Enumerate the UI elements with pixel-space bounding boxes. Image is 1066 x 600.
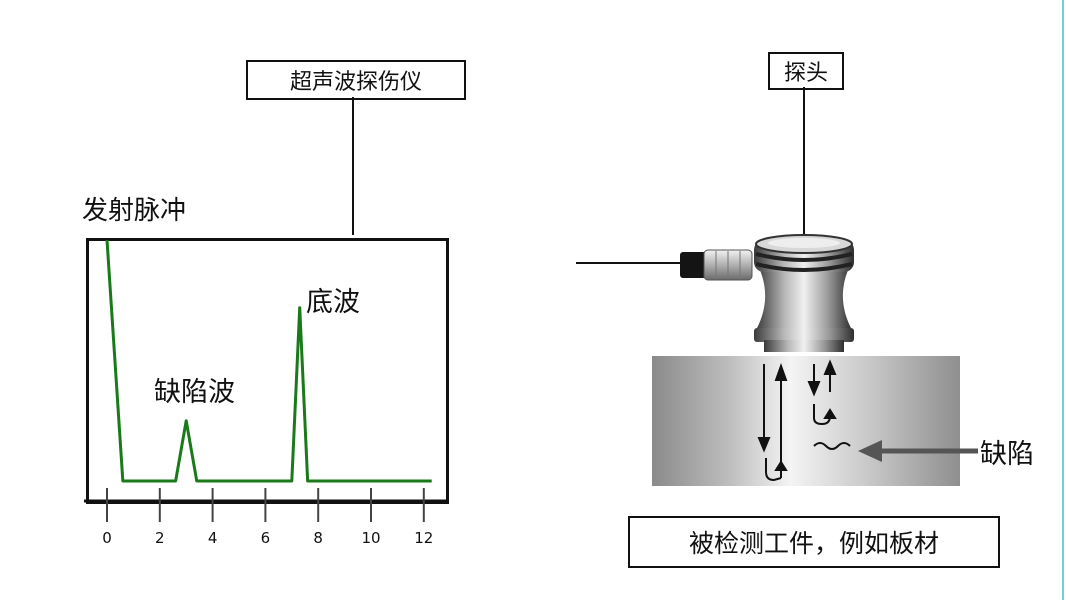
instrument-label: 超声波探伤仪 (246, 60, 466, 100)
x-tick-label: 6 (260, 529, 271, 547)
defect-pointer-arrow (858, 440, 978, 462)
oscilloscope-screen (86, 238, 449, 504)
probe-body (754, 234, 854, 352)
defect-label: 缺陷 (980, 439, 1034, 470)
bottom-wave-label: 底波 (306, 287, 360, 318)
x-tick-label: 12 (414, 529, 434, 547)
instrument-leader-line (352, 97, 354, 235)
x-tick-label: 0 (102, 529, 112, 547)
transmit-pulse-label: 发射脉冲 (82, 196, 187, 226)
probe-leader-line (803, 87, 805, 237)
probe-label: 探头 (768, 52, 844, 90)
wave-path-arrows (757, 359, 837, 482)
x-tick-label: 8 (313, 529, 323, 547)
defect-mark (813, 442, 851, 450)
workpiece-plate (652, 356, 960, 486)
probe-cable (576, 262, 680, 264)
workpiece-label: 被检测工件，例如板材 (628, 516, 1000, 568)
signal-trace (105, 239, 432, 483)
x-tick-label: 4 (207, 529, 218, 547)
x-tick-label: 10 (361, 529, 381, 547)
right-edge-line (1062, 0, 1064, 600)
defect-wave-label: 缺陷波 (154, 377, 235, 408)
x-tick-label: 2 (155, 529, 165, 547)
probe-connector (680, 249, 753, 281)
